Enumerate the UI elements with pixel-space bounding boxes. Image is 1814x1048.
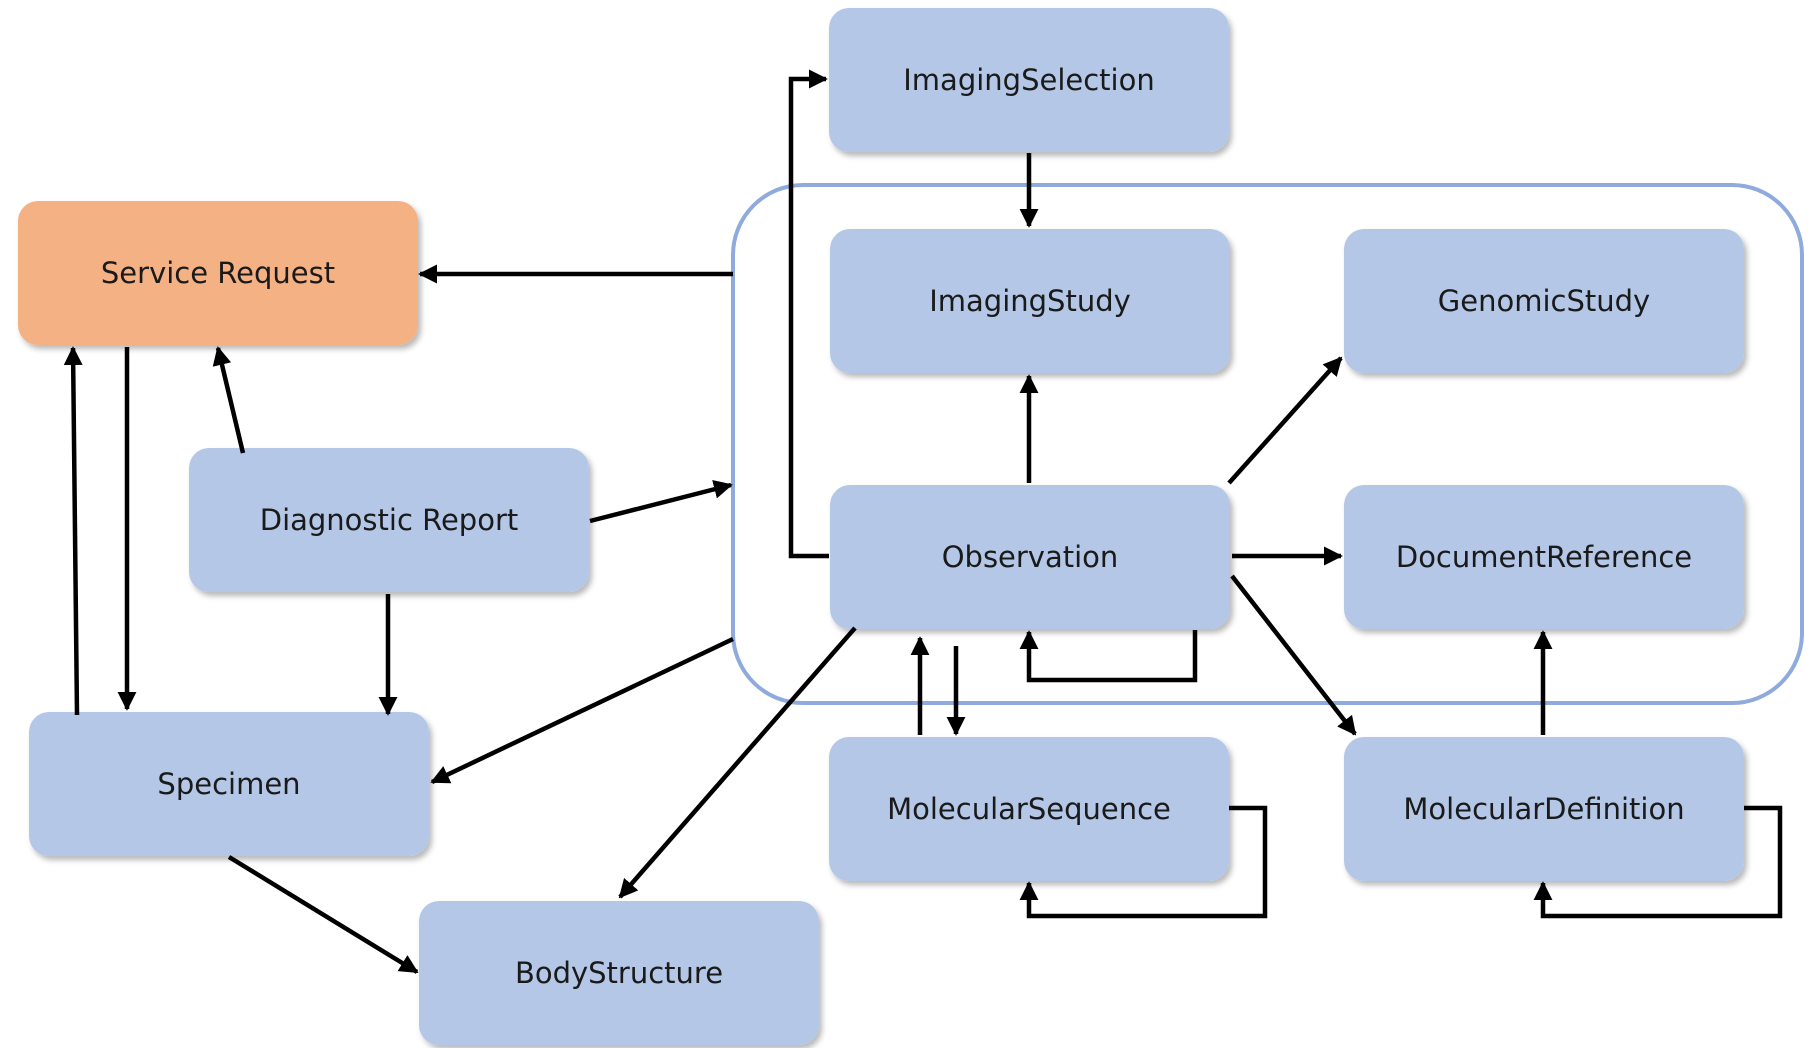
service-request-node[interactable]: Service Request <box>18 201 418 345</box>
edge-observation-self-loop <box>1019 630 1198 683</box>
edge-observation-to-imaging-selection <box>788 69 829 559</box>
specimen-label: Specimen <box>157 767 300 801</box>
imaging-study-node[interactable]: ImagingStudy <box>830 229 1230 373</box>
edge-diagnostic-report-to-group <box>589 480 733 524</box>
edge-observation-to-molecular-definition <box>1230 574 1357 736</box>
molecular-sequence-node[interactable]: MolecularSequence <box>829 737 1229 881</box>
edge-molecular-sequence-self-loop <box>1019 805 1268 919</box>
genomic-study-label: GenomicStudy <box>1438 284 1650 318</box>
edge-specimen-to-body-structure <box>227 855 419 974</box>
document-reference-node[interactable]: DocumentReference <box>1344 485 1744 629</box>
imaging-study-label: ImagingStudy <box>929 284 1131 318</box>
molecular-definition-node[interactable]: MolecularDefinition <box>1344 737 1744 881</box>
molecular-definition-label: MolecularDefinition <box>1403 792 1684 826</box>
edge-observation-to-body-structure <box>618 626 857 899</box>
service-request-label: Service Request <box>101 256 335 290</box>
observation-node[interactable]: Observation <box>830 485 1230 629</box>
edge-group-to-specimen <box>430 636 734 785</box>
edge-specimen-to-service-request <box>63 346 83 716</box>
imaging-selection-label: ImagingSelection <box>903 63 1154 97</box>
genomic-study-node[interactable]: GenomicStudy <box>1344 229 1744 373</box>
body-structure-node[interactable]: BodyStructure <box>419 901 819 1045</box>
imaging-selection-node[interactable]: ImagingSelection <box>829 8 1229 152</box>
observation-group-border <box>731 183 1804 705</box>
diagnostic-report-label: Diagnostic Report <box>260 503 519 537</box>
observation-label: Observation <box>942 540 1119 574</box>
edge-observation-to-genomic-study <box>1227 356 1343 485</box>
edge-molecular-definition-self-loop <box>1533 805 1783 919</box>
molecular-sequence-label: MolecularSequence <box>887 792 1171 826</box>
body-structure-label: BodyStructure <box>515 956 723 990</box>
specimen-node[interactable]: Specimen <box>29 712 429 856</box>
document-reference-label: DocumentReference <box>1396 540 1692 574</box>
edge-diagnostic-report-to-service-request <box>212 346 246 454</box>
diagnostic-report-node[interactable]: Diagnostic Report <box>189 448 589 592</box>
